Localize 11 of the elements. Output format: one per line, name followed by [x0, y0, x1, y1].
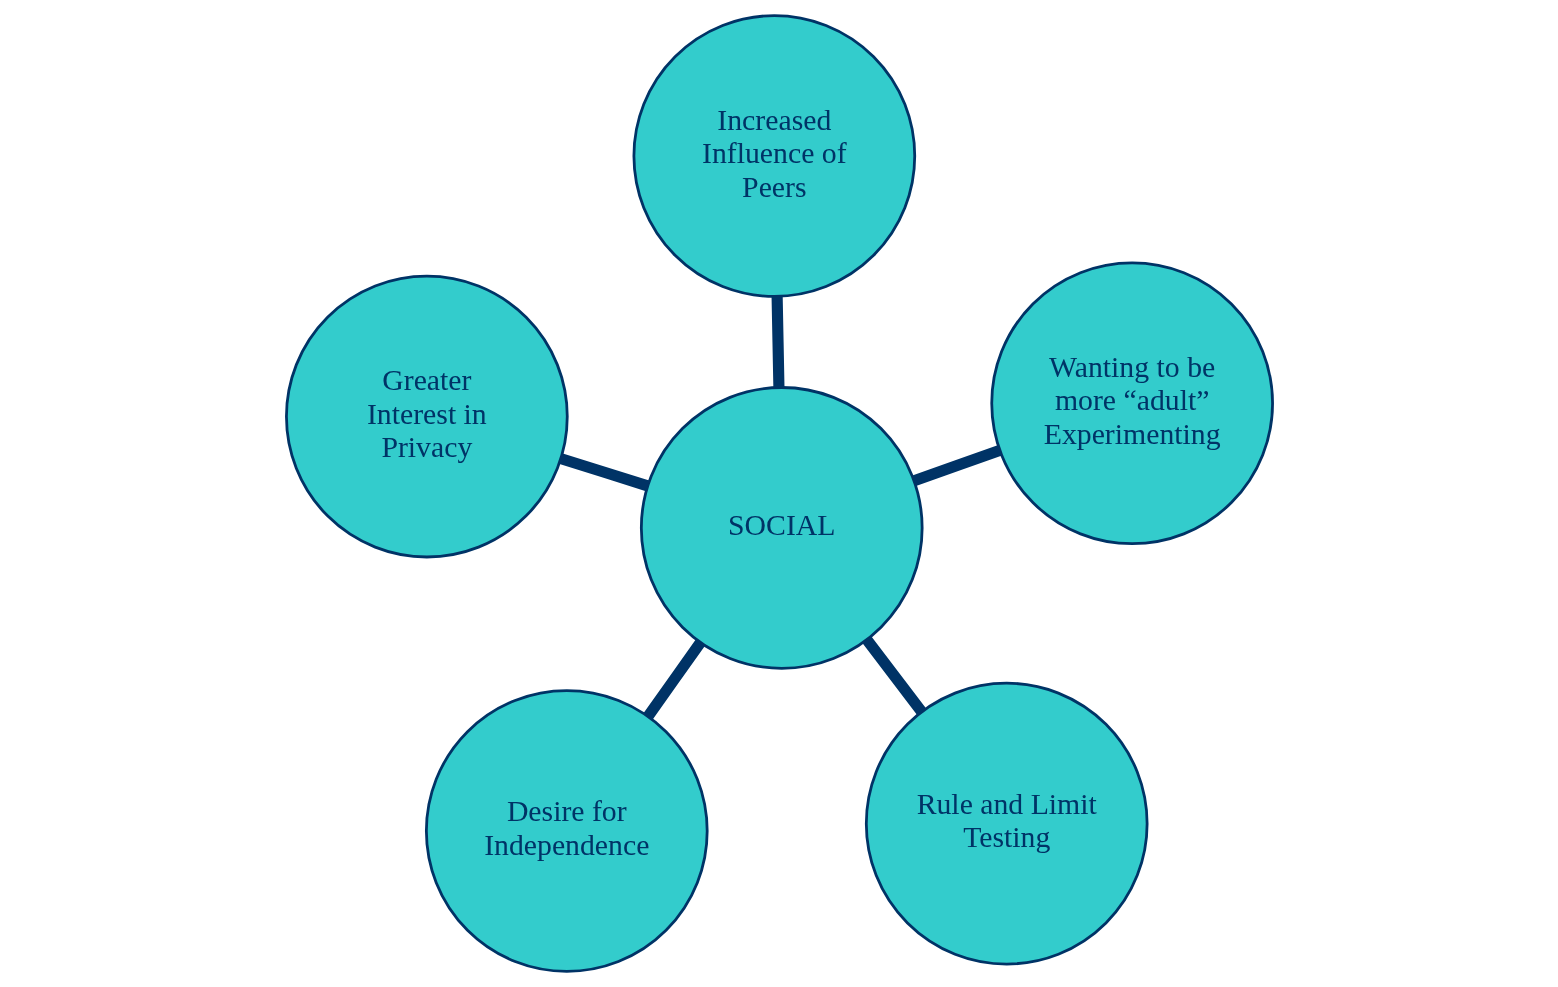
connector: [559, 453, 649, 492]
node-circle: Greater Interest in Privacy: [284, 274, 569, 559]
node-circle: Rule and Limit Testing: [864, 681, 1148, 966]
node-circle: Desire for Independence: [424, 689, 709, 973]
connector: [771, 296, 784, 388]
connector: [911, 445, 1001, 487]
connector: [643, 639, 705, 720]
node-circle: Increased Influence of Peers: [632, 14, 916, 298]
connector: [861, 636, 926, 716]
node-circle: SOCIAL: [639, 386, 924, 670]
node-circle: Wanting to be more “adult” Experimenting: [989, 261, 1274, 546]
